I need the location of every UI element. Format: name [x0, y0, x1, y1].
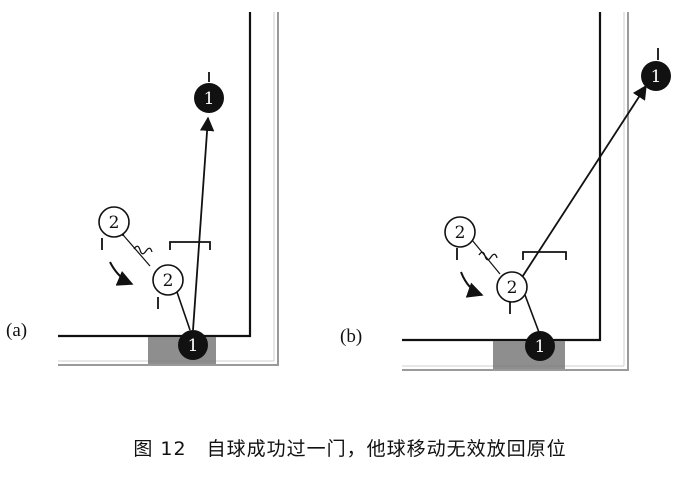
court-boundary-outer [402, 12, 629, 371]
target-ball [641, 61, 671, 91]
ball-move-arrow [114, 226, 151, 267]
court-boundary-inner [402, 12, 602, 342]
other-ball-start [98, 206, 130, 238]
other-ball-moved [496, 271, 528, 303]
target-ball [194, 83, 224, 113]
other-ball-start-number: 2 [455, 223, 466, 243]
own-ball-number: 1 [535, 337, 546, 357]
figure-caption: 图 12 自球成功过一门，他球移动无效放回原位 [133, 438, 567, 460]
other-ball-start-number: 2 [109, 213, 120, 233]
own-ball-trajectory [192, 116, 215, 331]
spring-squiggle [478, 251, 498, 261]
return-arrow [460, 271, 484, 298]
target-ball-number: 1 [204, 89, 215, 109]
own-ball-trajectory [516, 84, 647, 286]
other-ball-moved-number: 2 [163, 271, 174, 291]
other-ball-start [444, 216, 476, 248]
other-ball-moved-number: 2 [507, 278, 518, 298]
return-arrow [109, 261, 134, 286]
court-boundary-outer [58, 12, 279, 366]
own-ball [178, 330, 208, 360]
panel-label-a: (a) [6, 320, 27, 341]
panel-a: 1 2 2 1 (a) [6, 12, 279, 366]
contact-line [176, 291, 191, 331]
own-ball [525, 331, 555, 361]
panel-label-b: (b) [340, 326, 362, 347]
gate [169, 241, 211, 250]
court-boundary-inner [58, 12, 252, 338]
contact-line [524, 294, 541, 336]
target-ball-number: 1 [651, 67, 662, 87]
gate [522, 251, 567, 260]
other-ball-moved [152, 264, 184, 296]
spring-squiggle [133, 245, 153, 255]
panel-b: 1 2 2 1 (b) [340, 12, 671, 371]
own-ball-number: 1 [188, 336, 199, 356]
